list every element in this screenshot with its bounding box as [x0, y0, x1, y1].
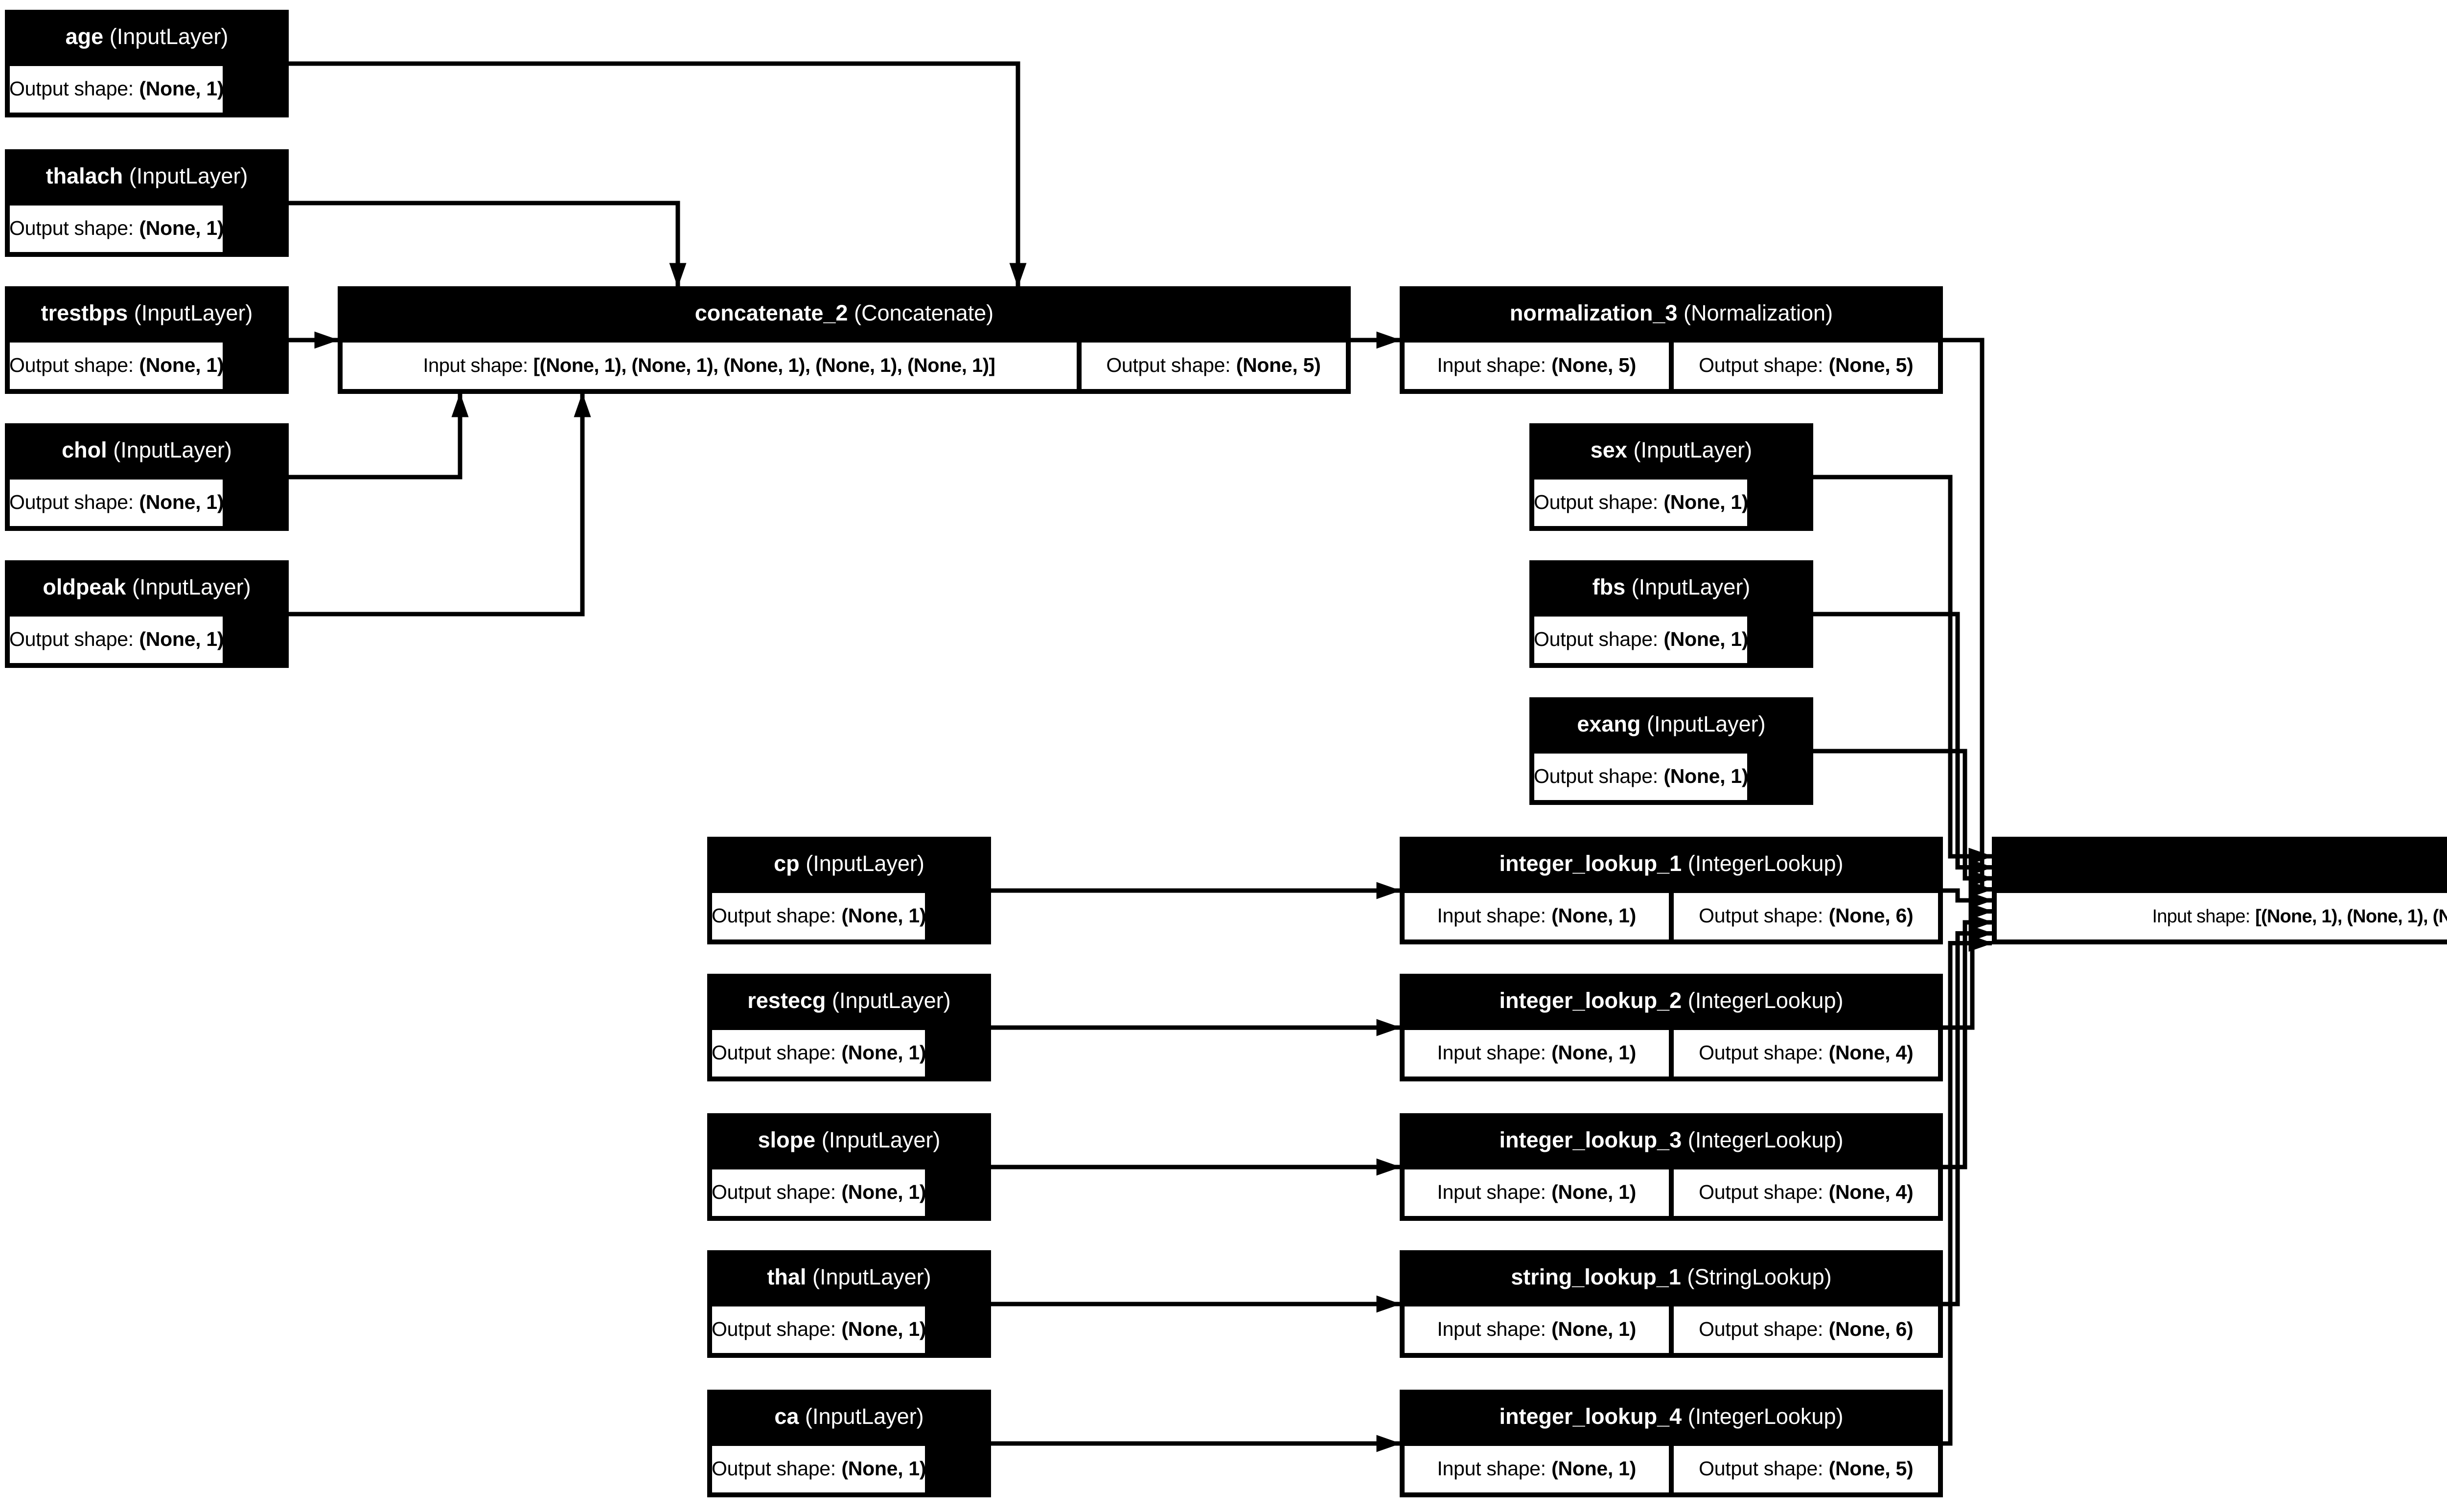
node-thal: thal(InputLayer) Output shape:(None, 1): [707, 1250, 991, 1358]
layer-title: normalization_3(Normalization): [1509, 301, 1833, 326]
output-shape-cell: Output shape:(None, 6): [1673, 1305, 1939, 1354]
layer-title: integer_lookup_4(IntegerLookup): [1499, 1405, 1844, 1430]
output-shape-cell: Output shape:(None, 4): [1673, 1168, 1939, 1217]
input-shape-cell: Input shape:(None, 1): [1404, 892, 1669, 940]
edge-integer_lookup_3-to-concatenate_3: [1943, 914, 1993, 1169]
node-trestbps: trestbps(InputLayer) Output shape:(None,…: [5, 286, 289, 394]
input-shape-cell: Input shape:(None, 1): [1404, 1168, 1669, 1217]
layer-title: age(InputLayer): [65, 25, 229, 50]
node-age: age(InputLayer) Output shape:(None, 1): [5, 10, 289, 117]
output-shape-cell: Output shape:(None, 4): [1673, 1029, 1939, 1077]
output-shape-cell: Output shape:(None, 1): [9, 478, 224, 527]
node-integer-lookup-4: integer_lookup_4(IntegerLookup) Input sh…: [1400, 1390, 1943, 1497]
edge-thalach-to-concatenate_2: [289, 201, 687, 288]
edge-age-to-concatenate_2: [289, 61, 1027, 288]
node-integer-lookup-1: integer_lookup_1(IntegerLookup) Input sh…: [1400, 837, 1943, 944]
layer-title: integer_lookup_1(IntegerLookup): [1499, 852, 1844, 877]
input-shape-cell: Input shape:(None, 1): [1404, 1444, 1669, 1493]
layer-title: trestbps(InputLayer): [41, 301, 253, 326]
output-shape-cell: Output shape:(None, 1): [9, 65, 224, 114]
node-concatenate-3: concatenate_3(Concatenate) Input shape:[…: [1992, 837, 2447, 944]
layer-title: integer_lookup_3(IntegerLookup): [1499, 1128, 1844, 1153]
input-shape-cell: Input shape:(None, 1): [1404, 1305, 1669, 1354]
edge-chol-to-concatenate_2: [289, 392, 469, 480]
output-shape-cell: Output shape:(None, 1): [711, 1444, 926, 1493]
input-shape-cell: Input shape:[(None, 1), (None, 1), (None…: [1996, 892, 2447, 940]
output-shape-cell: Output shape:(None, 1): [711, 1305, 926, 1354]
layer-title: thal(InputLayer): [767, 1265, 931, 1290]
layer-title: chol(InputLayer): [62, 438, 232, 463]
output-shape-cell: Output shape:(None, 5): [1673, 341, 1939, 390]
output-shape-cell: Output shape:(None, 1): [9, 341, 224, 390]
node-slope: slope(InputLayer) Output shape:(None, 1): [707, 1113, 991, 1221]
edge-fbs-to-concatenate_3: [1813, 612, 1993, 876]
output-shape-cell: Output shape:(None, 1): [9, 204, 224, 253]
layer-title: concatenate_2(Concatenate): [694, 301, 994, 326]
output-shape-cell: Output shape:(None, 1): [1533, 752, 1749, 801]
layer-title: restecg(InputLayer): [747, 989, 951, 1014]
node-cp: cp(InputLayer) Output shape:(None, 1): [707, 837, 991, 944]
node-exang: exang(InputLayer) Output shape:(None, 1): [1529, 697, 1813, 805]
output-shape-cell: Output shape:(None, 1): [1533, 478, 1749, 527]
edge-sex-to-concatenate_3: [1813, 475, 1993, 865]
layer-title: integer_lookup_2(IntegerLookup): [1499, 989, 1844, 1014]
node-thalach: thalach(InputLayer) Output shape:(None, …: [5, 149, 289, 257]
node-oldpeak: oldpeak(InputLayer) Output shape:(None, …: [5, 560, 289, 668]
output-shape-cell: Output shape:(None, 1): [9, 615, 224, 664]
input-shape-cell: Input shape:[(None, 1), (None, 1), (None…: [342, 341, 1076, 390]
layer-title: concatenate_3(Concatenate): [1996, 837, 2447, 892]
output-shape-cell: Output shape:(None, 5): [1673, 1444, 1939, 1493]
node-sex: sex(InputLayer) Output shape:(None, 1): [1529, 423, 1813, 531]
node-string-lookup-1: string_lookup_1(StringLookup) Input shap…: [1400, 1250, 1943, 1358]
node-concatenate-2: concatenate_2(Concatenate) Input shape:[…: [338, 286, 1351, 394]
layer-title: fbs(InputLayer): [1592, 575, 1751, 600]
edge-normalization_3-to-concatenate_3: [1943, 338, 1993, 898]
output-shape-cell: Output shape:(None, 1): [1533, 615, 1749, 664]
edge-exang-to-concatenate_3: [1813, 749, 1993, 887]
node-ca: ca(InputLayer) Output shape:(None, 1): [707, 1390, 991, 1497]
node-normalization-3: normalization_3(Normalization) Input sha…: [1400, 286, 1943, 394]
layer-title: oldpeak(InputLayer): [43, 575, 251, 600]
input-shape-cell: Input shape:(None, 1): [1404, 1029, 1669, 1077]
layer-title: sex(InputLayer): [1590, 438, 1753, 463]
output-shape-cell: Output shape:(None, 1): [711, 1168, 926, 1217]
node-fbs: fbs(InputLayer) Output shape:(None, 1): [1529, 560, 1813, 668]
edge-integer_lookup_1-to-concatenate_3: [1943, 888, 1993, 909]
layer-title: thalach(InputLayer): [46, 164, 248, 189]
layer-title: slope(InputLayer): [758, 1128, 941, 1153]
layer-title: cp(InputLayer): [774, 852, 924, 877]
layer-title: string_lookup_1(StringLookup): [1511, 1265, 1832, 1290]
node-integer-lookup-3: integer_lookup_3(IntegerLookup) Input sh…: [1400, 1113, 1943, 1221]
input-shape-cell: Input shape:(None, 5): [1404, 341, 1669, 390]
output-shape-cell: Output shape:(None, 1): [711, 892, 926, 940]
layer-title: exang(InputLayer): [1577, 712, 1766, 737]
edge-integer_lookup_4-to-concatenate_3: [1943, 935, 1993, 1446]
node-integer-lookup-2: integer_lookup_2(IntegerLookup) Input sh…: [1400, 974, 1943, 1081]
output-shape-cell: Output shape:(None, 5): [1080, 341, 1347, 390]
layer-title: ca(InputLayer): [774, 1405, 924, 1430]
output-shape-cell: Output shape:(None, 1): [711, 1029, 926, 1077]
output-shape-cell: Output shape:(None, 6): [1673, 892, 1939, 940]
edge-oldpeak-to-concatenate_2: [289, 392, 591, 617]
node-restecg: restecg(InputLayer) Output shape:(None, …: [707, 974, 991, 1081]
node-chol: chol(InputLayer) Output shape:(None, 1): [5, 423, 289, 531]
